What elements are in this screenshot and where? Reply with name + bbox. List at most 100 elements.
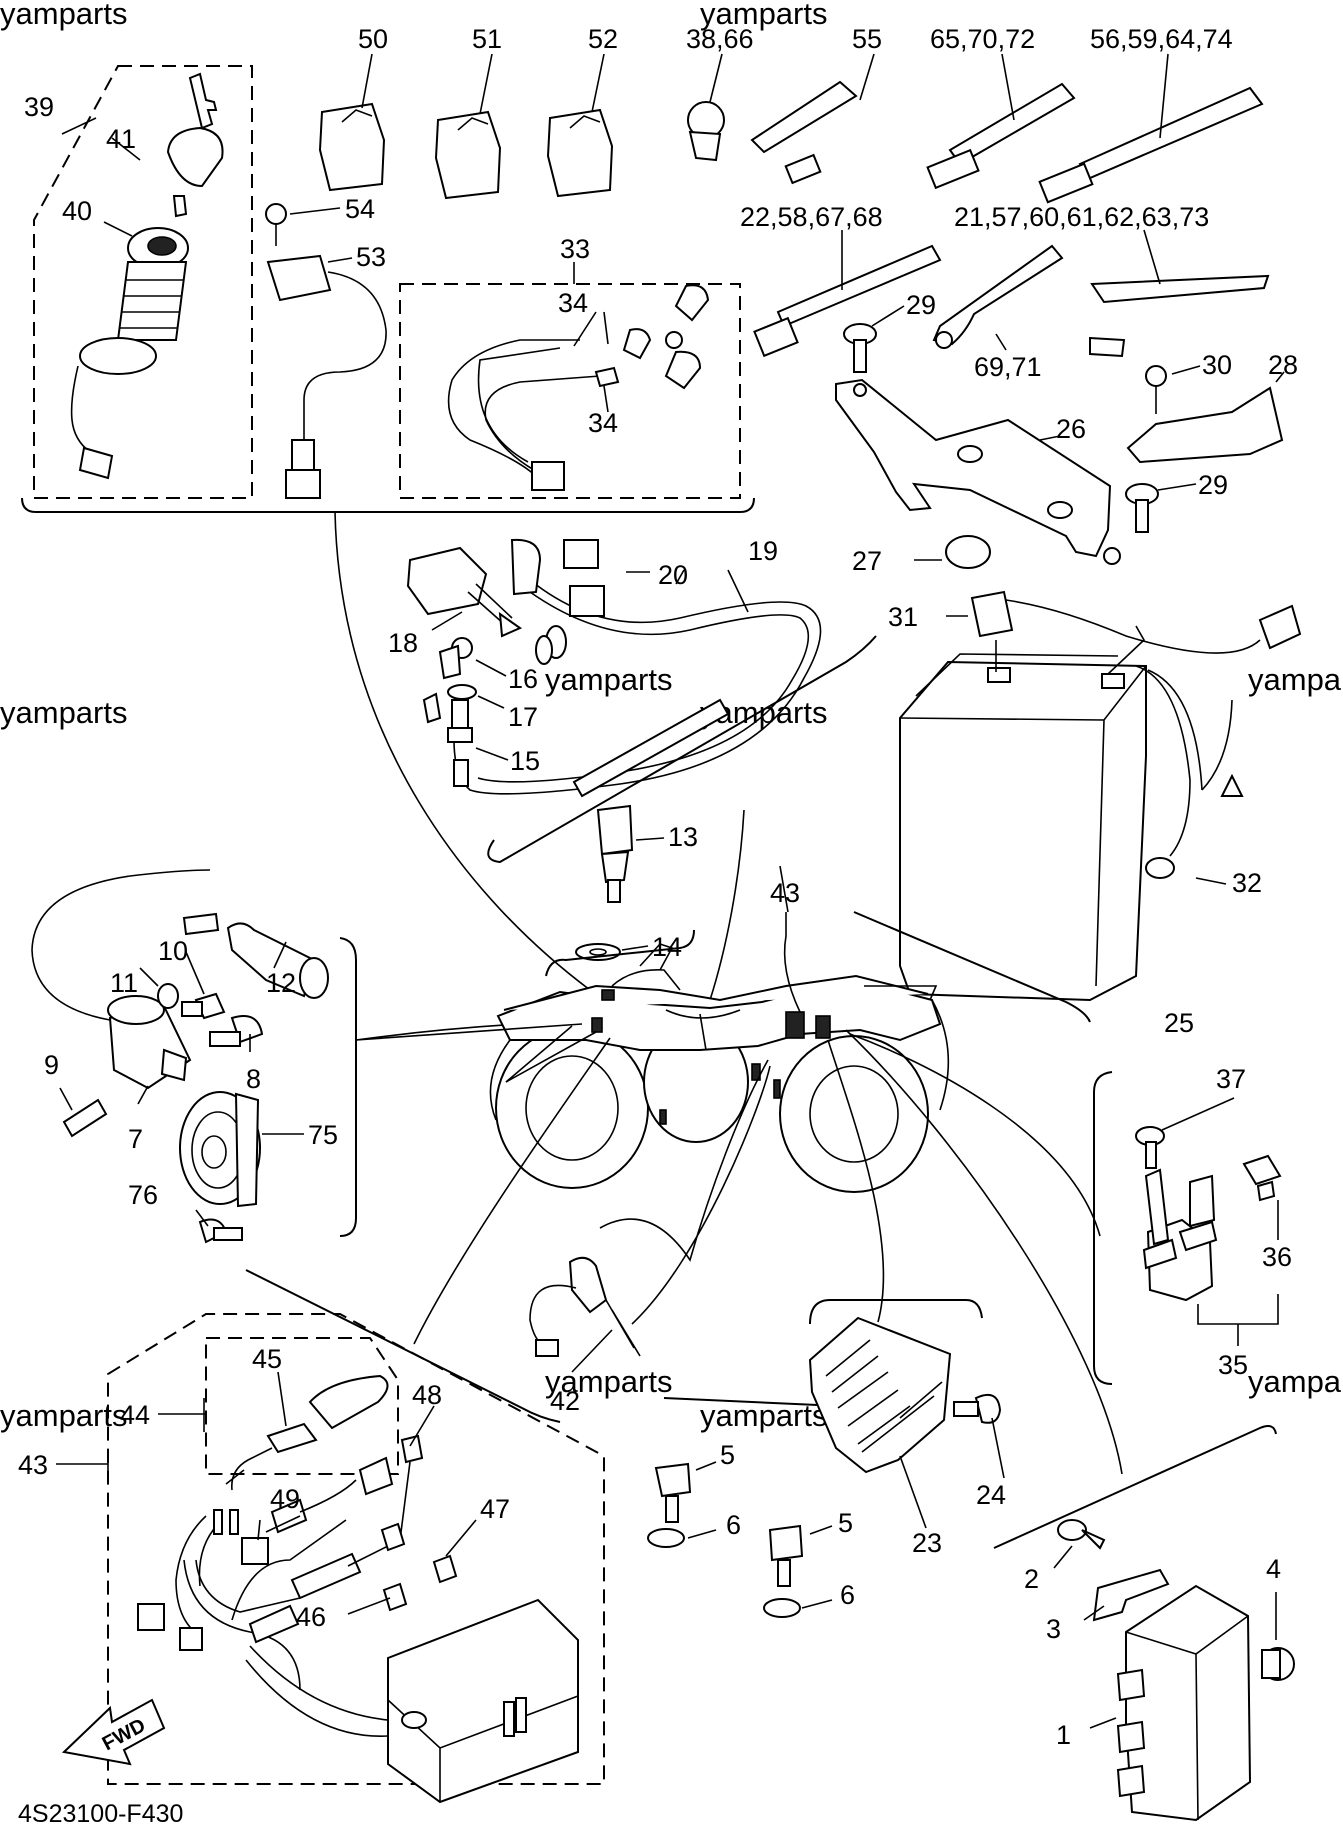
cable-tie-56-icon bbox=[1038, 86, 1264, 204]
watermark-top-left: yamparts bbox=[0, 0, 127, 31]
sub-harness-44-icon bbox=[213, 1374, 389, 1535]
cable-tie-22-icon bbox=[753, 244, 942, 358]
cable-tie-65-icon bbox=[926, 82, 1076, 190]
callout-69-71: 69,71 bbox=[974, 352, 1042, 382]
callout-15: 15 bbox=[510, 746, 540, 776]
callout-44: 44 bbox=[120, 1400, 150, 1430]
callout-43-harness: 43 bbox=[18, 1450, 48, 1480]
callout-48: 48 bbox=[412, 1380, 442, 1410]
callout-53: 53 bbox=[356, 242, 386, 272]
washer-11-icon bbox=[157, 983, 179, 1009]
callout-13: 13 bbox=[668, 822, 698, 852]
washer-6-left-icon bbox=[647, 1528, 685, 1548]
diagram-code: 4S23100-F430 bbox=[18, 1800, 183, 1828]
cable-32-icon bbox=[1135, 665, 1244, 879]
callout-39: 39 bbox=[24, 92, 54, 122]
watermark-lower-left: yamparts bbox=[0, 1398, 127, 1433]
main-switch-body-icon bbox=[70, 227, 189, 480]
leader-cdi bbox=[845, 1029, 1123, 1475]
cable-tie-55-icon bbox=[750, 80, 858, 185]
cable-tie-69-icon bbox=[932, 244, 1064, 349]
main-switch-dashed-box bbox=[33, 65, 253, 499]
leader-43 bbox=[783, 912, 801, 1013]
callout-56-59-64-74: 56,59,64,74 bbox=[1090, 24, 1233, 54]
callout-34-bottom: 34 bbox=[588, 408, 618, 438]
starter-relay-icon bbox=[1142, 1168, 1218, 1302]
watermark-center-1: yamparts bbox=[545, 662, 672, 697]
atv-illustration bbox=[489, 943, 950, 1193]
callout-4: 4 bbox=[1266, 1554, 1281, 1584]
screw-2-icon bbox=[1057, 1519, 1106, 1550]
bolt-8-icon bbox=[209, 1015, 264, 1047]
screw-54-icon bbox=[265, 203, 287, 246]
callout-16: 16 bbox=[508, 664, 538, 694]
harness-33-dashed-box bbox=[399, 283, 741, 499]
wire-harness-19-icon bbox=[453, 538, 822, 798]
leader-regulator bbox=[631, 1065, 771, 1325]
callout-36: 36 bbox=[1262, 1242, 1292, 1272]
leader-sensor bbox=[599, 1059, 769, 1262]
callout-25: 25 bbox=[1164, 1008, 1194, 1038]
damper-27-icon bbox=[945, 535, 991, 569]
regulator-bracket bbox=[809, 1299, 983, 1325]
screw-30-icon bbox=[1145, 365, 1167, 414]
callout-19: 19 bbox=[748, 536, 778, 566]
callout-21-57-60-61-62-63-73: 21,57,60,61,62,63,73 bbox=[954, 202, 1209, 232]
callout-65-70-72: 65,70,72 bbox=[930, 24, 1035, 54]
starter-group-bracket bbox=[1093, 1071, 1113, 1385]
callout-52: 52 bbox=[588, 24, 618, 54]
connector-51-icon bbox=[434, 110, 502, 200]
fuse-holder-arrows bbox=[467, 583, 523, 638]
connector-50-icon bbox=[318, 102, 386, 192]
leader-top-group bbox=[334, 511, 591, 991]
callout-6-right: 6 bbox=[840, 1580, 855, 1610]
callout-46: 46 bbox=[296, 1602, 326, 1632]
resistor-53-icon bbox=[266, 254, 387, 499]
callout-34-top: 34 bbox=[558, 288, 588, 318]
leader-coil bbox=[505, 1025, 597, 1083]
bracket-35 bbox=[1197, 1294, 1279, 1325]
watermark-right: yamparts bbox=[1248, 662, 1343, 697]
callout-54: 54 bbox=[345, 194, 375, 224]
thermo-bracket bbox=[545, 929, 695, 977]
thermo-switch-13-icon bbox=[596, 804, 634, 903]
bolt-24-icon bbox=[953, 1394, 1002, 1424]
horn-75-icon bbox=[179, 1091, 261, 1208]
wire-harness-43-icon bbox=[137, 1434, 579, 1804]
bracket-3-icon bbox=[1092, 1568, 1170, 1622]
callout-41: 41 bbox=[106, 124, 136, 154]
main-switch-key-icon bbox=[166, 72, 224, 218]
callout-37: 37 bbox=[1216, 1064, 1246, 1094]
bracket-26-icon bbox=[835, 378, 1121, 565]
connector-52-icon bbox=[546, 108, 614, 198]
strap-21-icon bbox=[1089, 274, 1270, 358]
left-group-bracket bbox=[339, 937, 357, 1237]
callout-11: 11 bbox=[110, 968, 138, 998]
callout-30: 30 bbox=[1202, 350, 1232, 380]
speed-sensor-42-icon bbox=[529, 1256, 641, 1357]
battery-bracket bbox=[853, 911, 1091, 1023]
callout-23: 23 bbox=[912, 1528, 942, 1558]
callout-38-66: 38,66 bbox=[686, 24, 754, 54]
harness-44-dashed-box bbox=[205, 1337, 399, 1475]
callout-9: 9 bbox=[44, 1050, 59, 1080]
callout-1: 1 bbox=[1056, 1720, 1071, 1750]
callout-2: 2 bbox=[1024, 1564, 1039, 1594]
harness-43-dashed-box bbox=[107, 1313, 605, 1785]
bolt-5-left-icon bbox=[654, 1462, 692, 1523]
clamp-38-icon bbox=[687, 101, 725, 162]
callout-5-right: 5 bbox=[838, 1508, 853, 1538]
callout-28: 28 bbox=[1268, 350, 1298, 380]
callout-6-left: 6 bbox=[726, 1510, 741, 1540]
harness-33-icon bbox=[447, 284, 710, 491]
callout-7: 7 bbox=[128, 1124, 143, 1154]
callout-35: 35 bbox=[1218, 1350, 1248, 1380]
relay-18-icon bbox=[406, 546, 488, 616]
callout-10: 10 bbox=[158, 936, 188, 966]
callout-40: 40 bbox=[62, 196, 92, 226]
battery-25-icon bbox=[899, 625, 1147, 1002]
callout-42: 42 bbox=[550, 1386, 580, 1416]
bolt-37-icon bbox=[1135, 1126, 1165, 1169]
plug-cap-12-icon bbox=[182, 912, 329, 999]
